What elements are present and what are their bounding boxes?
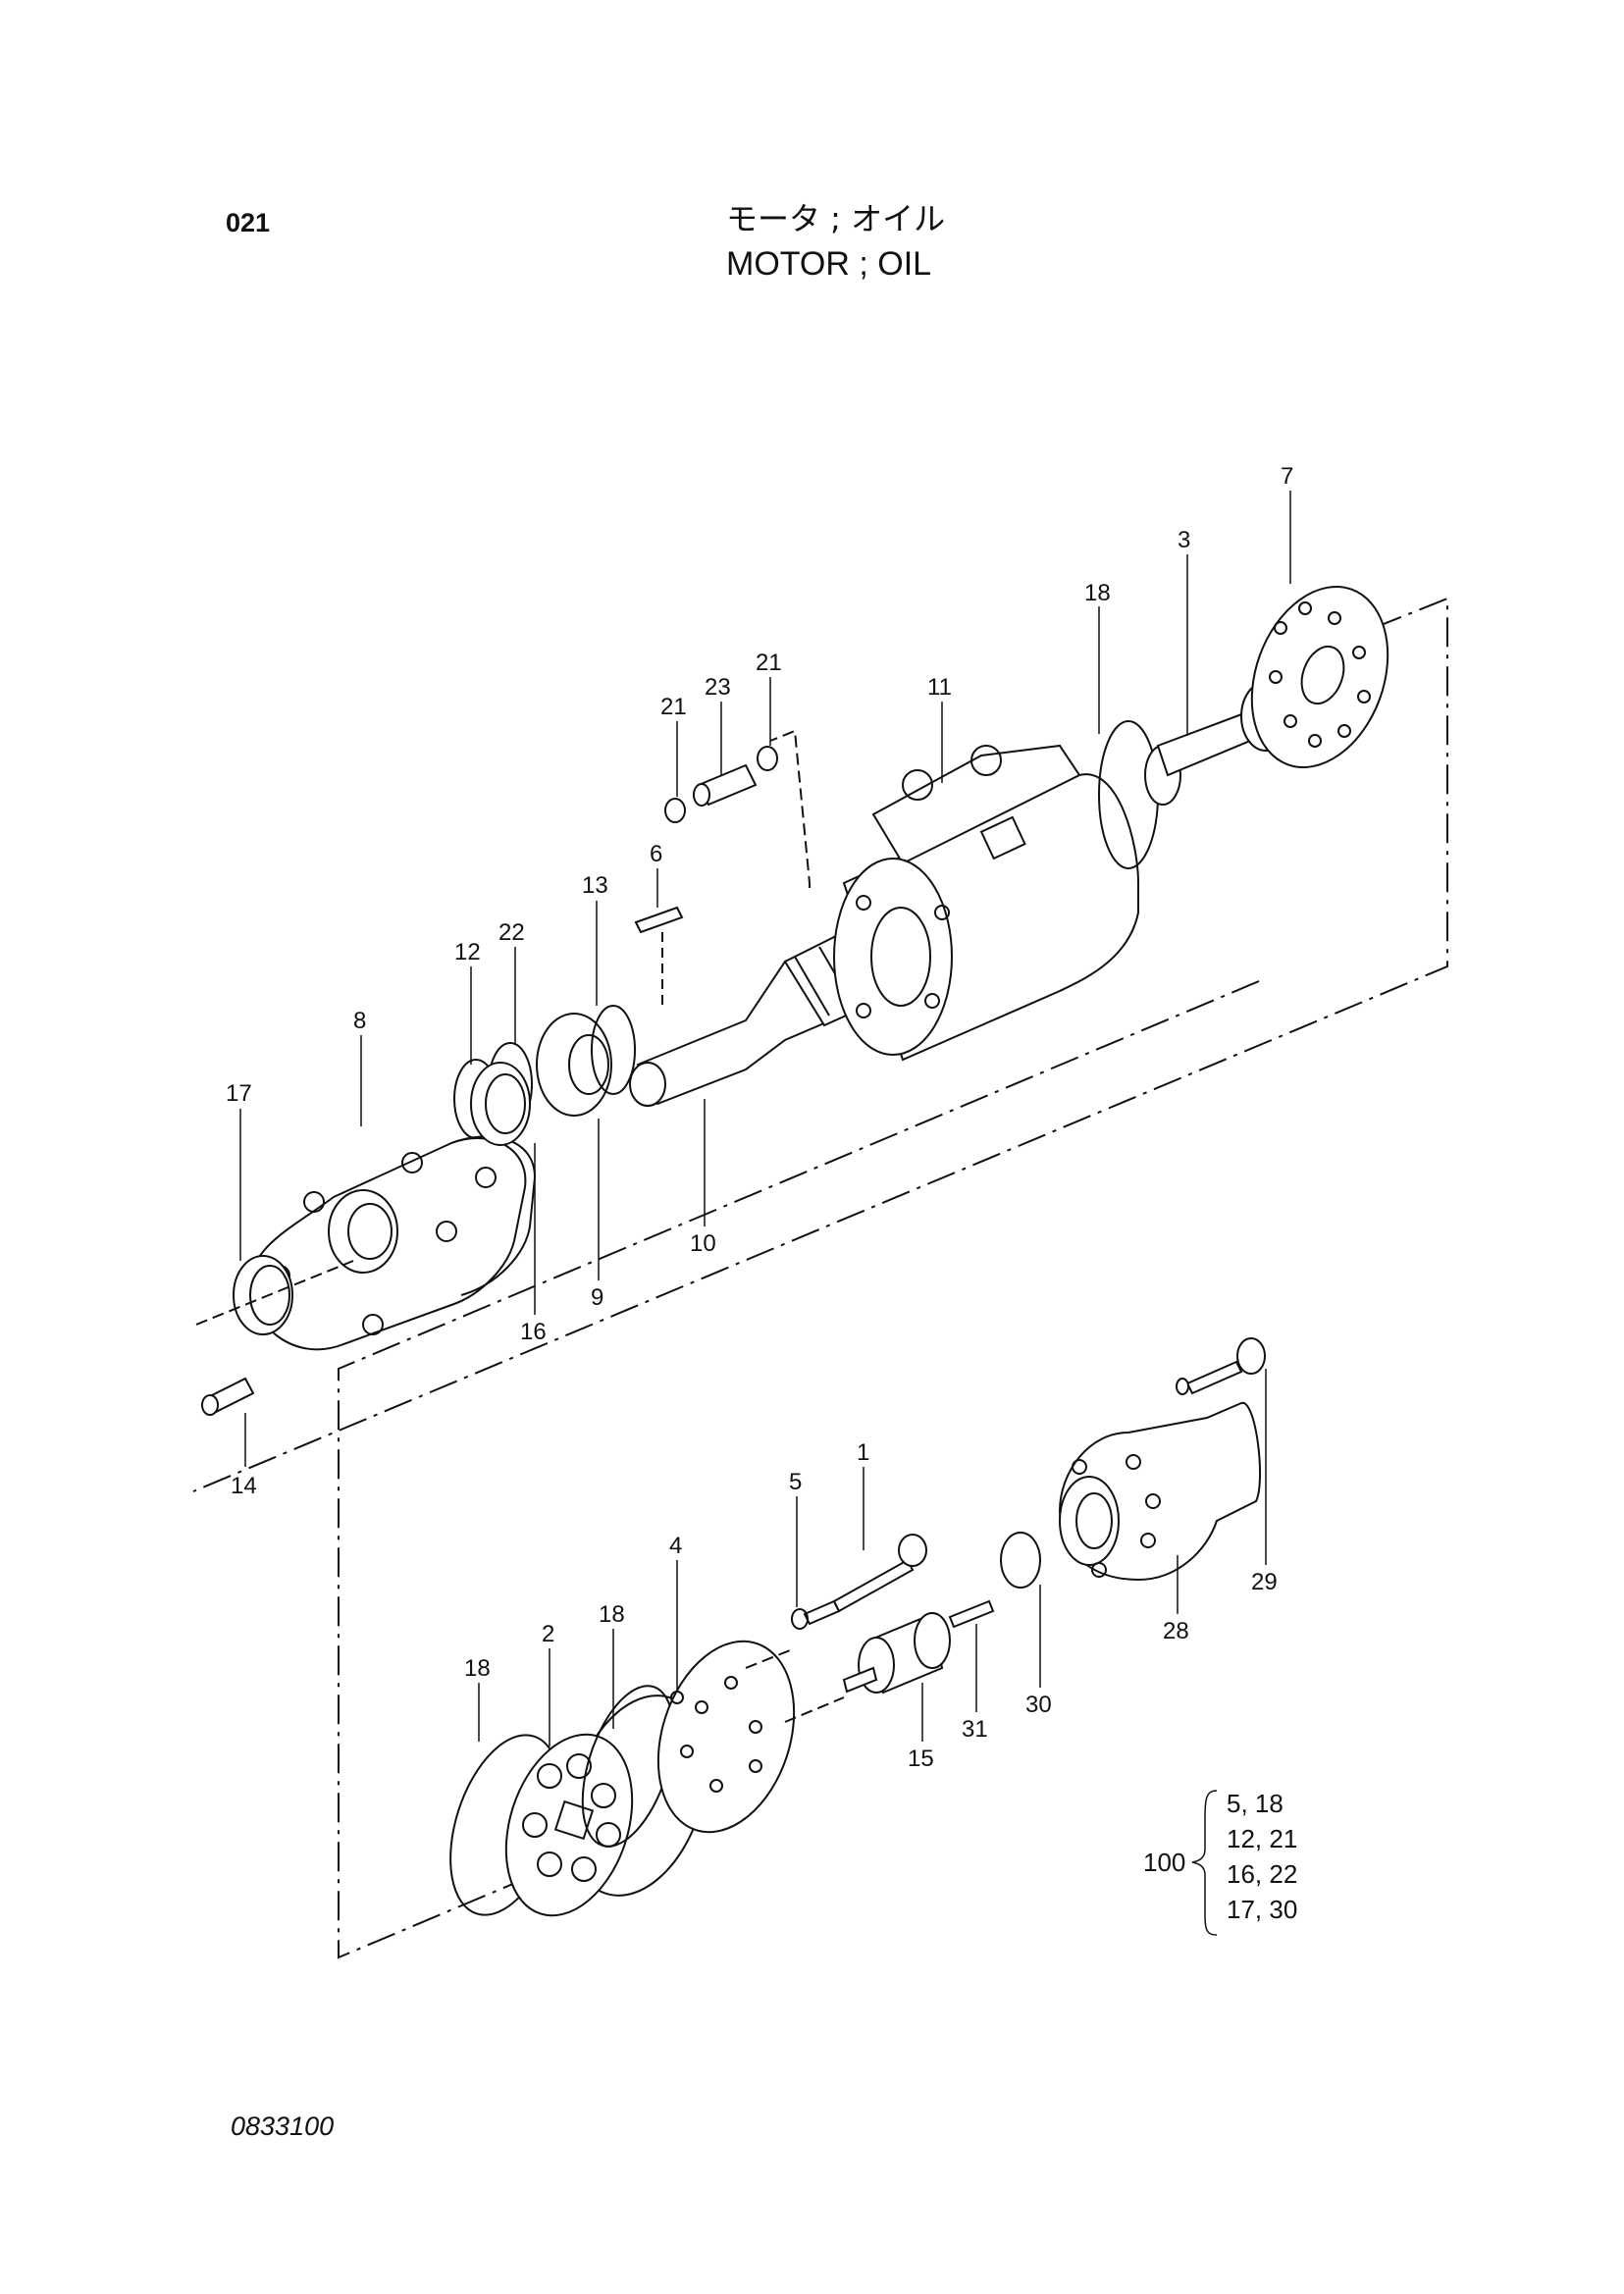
kit-line-1: 5, 18	[1227, 1789, 1283, 1818]
valve-housing-part-28	[1058, 1401, 1261, 1582]
lower-boundary-line	[338, 980, 1260, 1959]
callout-9: 9	[591, 1284, 603, 1311]
callout-6: 6	[650, 841, 662, 867]
motor-housing-part-11	[833, 744, 1139, 1062]
callout-15: 15	[908, 1746, 934, 1772]
bearing-part-13	[591, 1005, 636, 1095]
spool-part-15	[842, 1612, 951, 1694]
o-ring-part-30	[1000, 1532, 1041, 1589]
title-japanese: モータ ; オイル	[726, 200, 946, 237]
bolt-part-29	[1176, 1337, 1266, 1395]
callout-1: 1	[857, 1439, 869, 1466]
plug-part-23	[693, 763, 758, 807]
callout-16: 16	[520, 1319, 547, 1345]
callout-30: 30	[1025, 1692, 1052, 1718]
callout-leaders	[239, 491, 1291, 1747]
needle-bearing-part-16	[470, 1062, 531, 1146]
callout-5: 5	[789, 1469, 802, 1495]
upper-boundary-line	[192, 597, 1448, 1492]
title-english: MOTOR ; OIL	[726, 245, 932, 283]
port-leader	[769, 729, 811, 888]
callout-8: 8	[353, 1008, 366, 1034]
key-part-6	[634, 906, 684, 934]
o-ring-part-21-left	[664, 798, 686, 823]
callout-10: 10	[690, 1230, 716, 1257]
kit-number: 100	[1143, 1848, 1186, 1877]
callout-11: 11	[927, 674, 952, 701]
callout-7: 7	[1281, 463, 1293, 490]
bolt-part-14	[201, 1377, 255, 1416]
callout-21-left: 21	[660, 694, 687, 720]
callout-3: 3	[1178, 527, 1190, 553]
callout-21-right: 21	[756, 650, 782, 676]
kit-line-2: 12, 21	[1227, 1824, 1298, 1853]
leader-4-5	[745, 1647, 796, 1669]
callout-18-middle: 18	[599, 1601, 625, 1628]
plate-part-7	[1250, 586, 1389, 768]
callout-2: 2	[542, 1621, 554, 1647]
o-ring-part-21-right	[757, 746, 778, 771]
callout-18-lower: 18	[464, 1655, 491, 1682]
callout-28: 28	[1163, 1618, 1189, 1644]
flange-plate-part-8	[248, 1135, 537, 1351]
kit-line-4: 17, 30	[1227, 1895, 1298, 1924]
kit-brace	[1191, 1790, 1218, 1936]
axis-line-flange	[195, 1260, 354, 1326]
callout-29: 29	[1251, 1569, 1278, 1595]
bearing-race-part-9	[536, 1013, 612, 1117]
bolt-part-1	[832, 1534, 927, 1613]
callout-4: 4	[669, 1533, 682, 1559]
callout-23: 23	[705, 674, 731, 701]
callout-31: 31	[962, 1716, 988, 1743]
seal-ring-part-17	[233, 1255, 293, 1335]
document-number: 0833100	[231, 2112, 335, 2141]
kit-line-3: 16, 22	[1227, 1859, 1298, 1889]
spring-part-5	[791, 1599, 841, 1630]
callout-17: 17	[226, 1080, 252, 1107]
leader-4-15	[784, 1696, 845, 1723]
callout-12: 12	[454, 939, 481, 965]
callout-13: 13	[582, 872, 608, 899]
callout-22: 22	[498, 919, 525, 946]
callout-14: 14	[231, 1473, 257, 1499]
spring-part-31	[948, 1599, 995, 1629]
page-code: 021	[226, 208, 271, 237]
valve-plate-part-4	[656, 1640, 796, 1834]
callout-18-upper: 18	[1084, 580, 1111, 606]
